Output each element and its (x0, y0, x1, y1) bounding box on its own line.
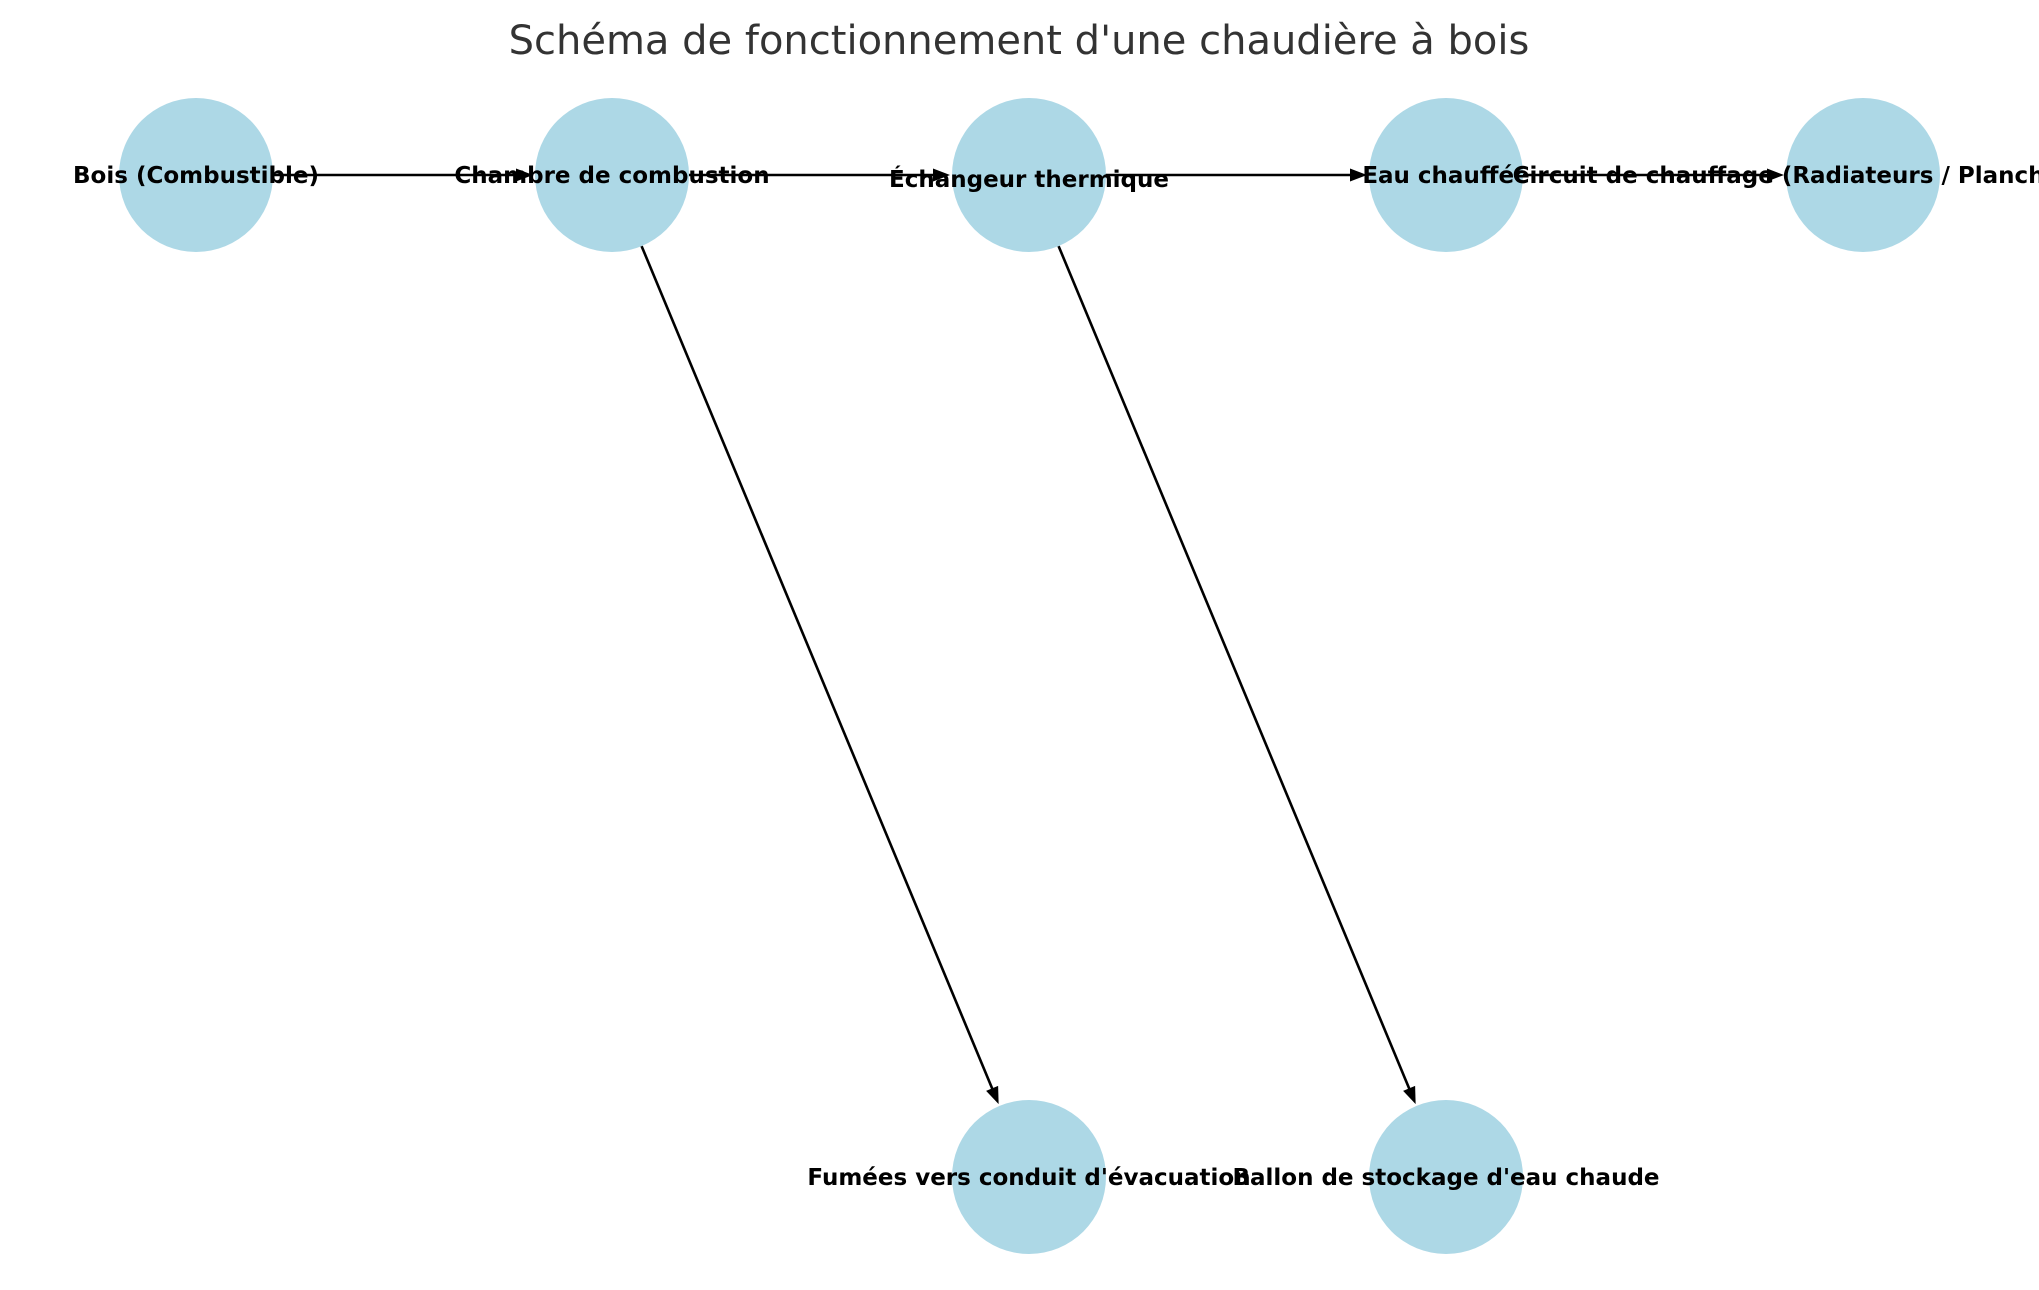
arrowhead (986, 1085, 999, 1105)
node-fumees (952, 1100, 1106, 1254)
diagram-title: Schéma de fonctionnement d'une chaudière… (509, 18, 1530, 64)
arrowhead (1403, 1085, 1416, 1105)
node-bois (119, 98, 273, 252)
edges-layer (228, 168, 1784, 1105)
nodes-layer (119, 98, 1940, 1254)
edge-echangeur-to-eau (1061, 168, 1367, 182)
node-label-fumees: Fumées vers conduit d'évacuation (807, 1165, 1250, 1191)
node-label-bois: Bois (Combustible) (73, 163, 319, 189)
node-echangeur (952, 98, 1106, 252)
edge-line (1057, 245, 1415, 1100)
edge-line (640, 245, 998, 1100)
node-label-eau: Eau chauffée (1362, 163, 1529, 189)
arrowhead (933, 168, 950, 182)
node-label-chambre: Chambre de combustion (454, 163, 769, 189)
node-eau (1369, 98, 1523, 252)
arrowhead (516, 168, 533, 182)
node-circuit (1786, 98, 1940, 252)
node-label-circuit: Circuit de chauffage (Radiateurs / Planc… (1513, 163, 2039, 189)
edge-chambre-to-fumees (640, 245, 999, 1105)
node-chambre (535, 98, 689, 252)
arrowhead (1767, 168, 1784, 182)
labels-layer: Bois (Combustible) Chambre de combustion É… (73, 163, 2039, 1191)
node-ballon (1369, 1100, 1523, 1254)
node-label-ballon: Ballon de stockage d'eau chaude (1232, 1165, 1659, 1191)
edge-bois-to-chambre (228, 168, 533, 182)
edge-chambre-to-echangeur (644, 168, 950, 182)
arrowhead (1350, 168, 1367, 182)
node-label-echangeur: Échangeur thermique (889, 165, 1169, 193)
edge-eau-to-circuit (1478, 168, 1784, 182)
edge-echangeur-to-ballon (1057, 245, 1416, 1105)
